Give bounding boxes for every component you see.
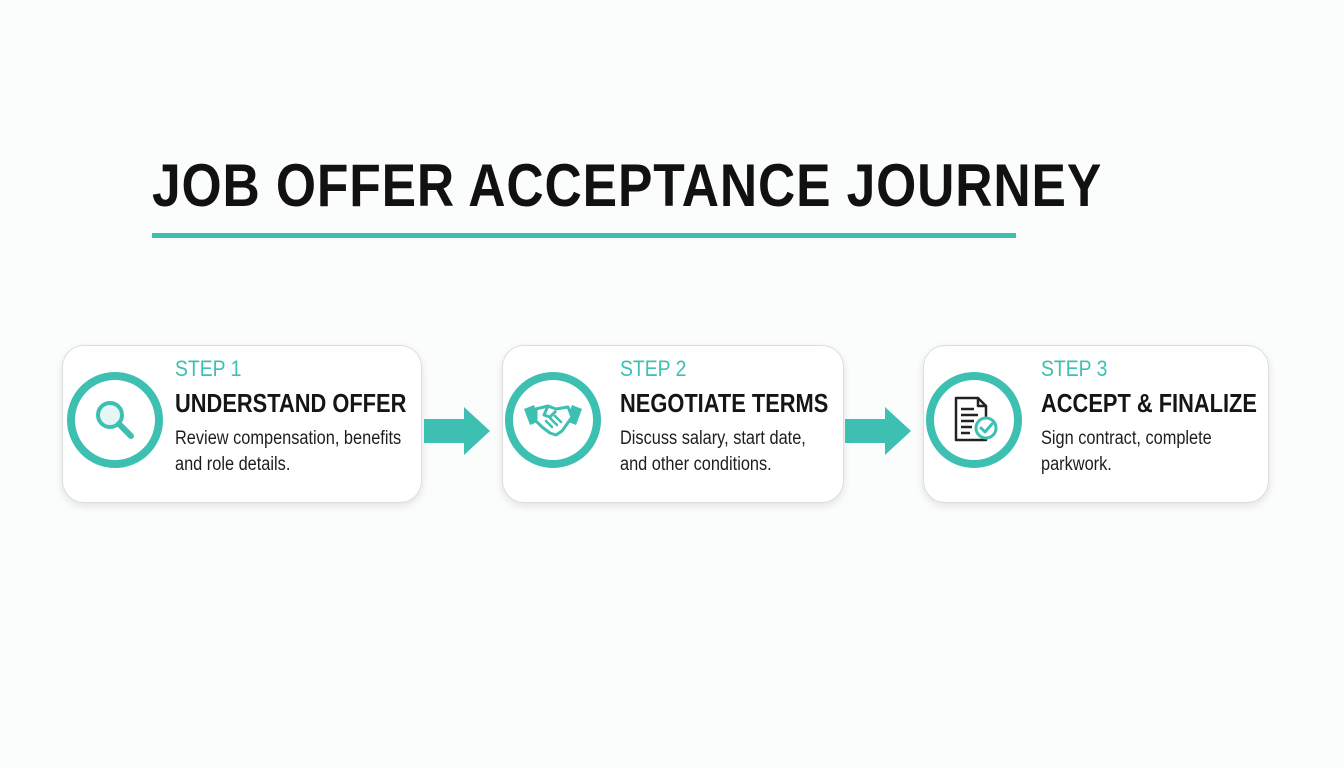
step-3-description: Sign contract, complete parkwork. [1041, 426, 1273, 478]
step-card-1: STEP 1 UNDERSTAND OFFER Review compensat… [62, 345, 422, 503]
arrow-right-icon [845, 407, 911, 455]
step-3-icon-ring [926, 372, 1022, 468]
step-2-desc-line-2: and other conditions. [620, 454, 772, 475]
arrow-right-icon [424, 407, 490, 455]
step-2-title: NEGOTIATE TERMS [620, 388, 829, 418]
step-3-desc-line-1: Sign contract, complete [1041, 428, 1212, 449]
step-1-description: Review compensation, benefits and role d… [175, 426, 407, 478]
step-1-title: UNDERSTAND OFFER [175, 388, 407, 418]
step-card-2: STEP 2 NEGOTIATE TERMS Discuss salary, s… [502, 345, 844, 503]
step-1-text: STEP 1 UNDERSTAND OFFER Review compensat… [175, 354, 415, 478]
step-2-icon-ring [505, 372, 601, 468]
title-underline [152, 233, 1016, 238]
page-title: JOB OFFER ACCEPTANCE JOURNEY [152, 152, 1103, 219]
step-1-icon-ring [67, 372, 163, 468]
handshake-icon [524, 404, 582, 437]
step-3-desc-line-2: parkwork. [1041, 454, 1112, 475]
magnifier-icon [96, 401, 134, 439]
step-3-title: ACCEPT & FINALIZE [1041, 388, 1257, 418]
step-1-label: STEP 1 [175, 356, 242, 381]
step-2-desc-line-1: Discuss salary, start date, [620, 428, 806, 449]
step-card-3: STEP 3 ACCEPT & FINALIZE Sign contract, … [923, 345, 1269, 503]
step-3-text: STEP 3 ACCEPT & FINALIZE Sign contract, … [1041, 354, 1262, 478]
step-1-desc-line-2: and role details. [175, 454, 291, 475]
step-2-description: Discuss salary, start date, and other co… [620, 426, 852, 478]
step-1-desc-line-1: Review compensation, benefits [175, 428, 402, 449]
signed-document-icon [954, 396, 998, 442]
step-2-label: STEP 2 [620, 356, 687, 381]
step-3-label: STEP 3 [1041, 356, 1108, 381]
step-2-text: STEP 2 NEGOTIATE TERMS Discuss salary, s… [620, 354, 837, 478]
